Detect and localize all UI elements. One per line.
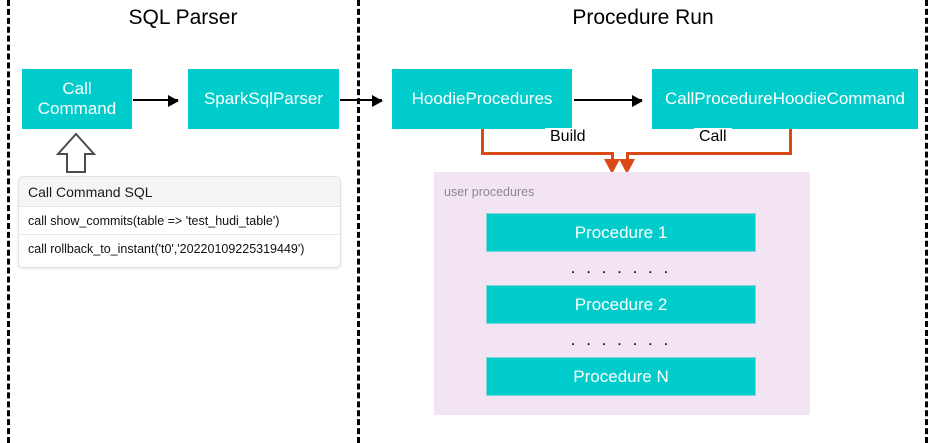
procedures-separator: . . . . . . . [570,330,672,349]
procedure-item-1[interactable]: Procedure 1 [486,213,756,252]
orange-build-arrowhead-icon [604,159,620,174]
call-command-sql-row[interactable]: call show_commits(table => 'test_hudi_ta… [19,207,340,235]
user-procedures-caption: user procedures [444,185,535,199]
call-command-sql-header: Call Command SQL [19,177,340,207]
orange-build-vertical-right [611,152,614,162]
arrow-call-command-to-spark-sql-parser [133,95,179,107]
edge-label-call: Call [694,128,732,146]
section-title-sql-parser: SQL Parser [128,6,238,29]
call-command-sql-card: Call Command SQL call show_commits(table… [18,176,341,268]
procedures-separator: . . . . . . . [570,258,672,277]
divider-middle [357,0,360,443]
call-command-sql-row[interactable]: call rollback_to_instant('t0','202201092… [19,235,340,263]
node-call-procedure-hoodie-command[interactable]: CallProcedureHoodieCommand [652,69,918,129]
orange-call-vertical-left [626,152,629,162]
orange-build-vertical-left [481,129,484,155]
block-arrow-up-icon [55,132,97,174]
node-spark-sql-parser[interactable]: SparkSqlParser [188,69,339,129]
orange-build-horizontal [481,152,614,155]
orange-call-horizontal [626,152,792,155]
divider-left [7,0,10,443]
arrow-spark-sql-parser-to-hoodie-procedures [340,95,383,107]
section-title-procedure-run: Procedure Run [572,6,714,29]
node-call-command[interactable]: Call Command [22,69,132,129]
edge-label-build: Build [545,128,591,146]
divider-right [925,0,928,443]
arrow-hoodie-procedures-to-call-procedure-hoodie-command [574,95,643,107]
orange-call-vertical-right [789,129,792,155]
orange-call-arrowhead-icon [619,159,635,174]
node-hoodie-procedures[interactable]: HoodieProcedures [392,69,572,129]
procedure-item-2[interactable]: Procedure 2 [486,285,756,324]
procedure-item-n[interactable]: Procedure N [486,357,756,396]
